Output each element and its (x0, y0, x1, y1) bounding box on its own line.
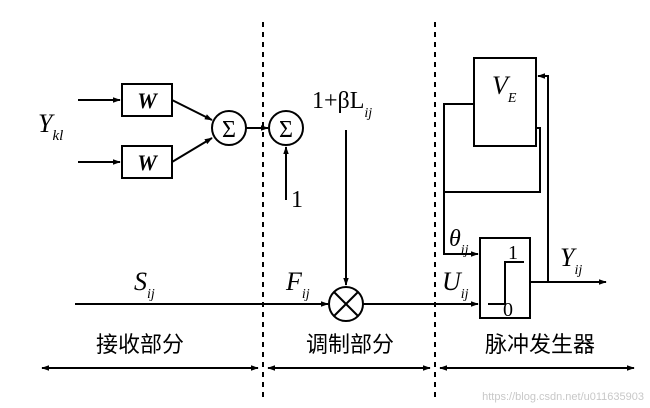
step-high-label: 1 (508, 242, 518, 264)
ve-box (473, 57, 537, 147)
weight-label-bottom: W (137, 150, 158, 175)
section-pulse-label: 脉冲发生器 (485, 333, 595, 358)
input-y-label: Ykl (38, 109, 63, 144)
theta-line (443, 192, 479, 257)
sum-node-2 (268, 110, 304, 146)
weight-label-top: W (137, 88, 158, 113)
weight-bottom-to-sum (171, 137, 213, 163)
weight-box-bottom (121, 145, 173, 179)
step-low-label: 0 (503, 299, 513, 321)
section-modulate-label: 调制部分 (306, 333, 394, 358)
sum-symbol-2: Σ (279, 117, 293, 143)
theta-label: θij (449, 226, 469, 258)
sum-symbol-1: Σ (222, 117, 236, 143)
modulation-expression: 1+βLij (312, 88, 372, 121)
weight-top-to-sum (171, 99, 213, 121)
section-receive-label: 接收部分 (96, 333, 184, 358)
multiplier-cross-b (333, 291, 359, 317)
u-label: Uij (442, 267, 469, 302)
bias-one-label: 1 (291, 187, 303, 213)
output-feedback-line (537, 73, 549, 282)
ve-label: VE (492, 71, 517, 106)
output-y-label: Yij (560, 243, 582, 278)
step-function-curve (488, 261, 524, 305)
watermark-text: https://blog.csdn.net/u011635903 (482, 391, 644, 403)
feeding-f-label: Fij (285, 267, 310, 302)
ve-left-loop (443, 103, 541, 193)
feeding-input-label: Sij (134, 267, 155, 302)
